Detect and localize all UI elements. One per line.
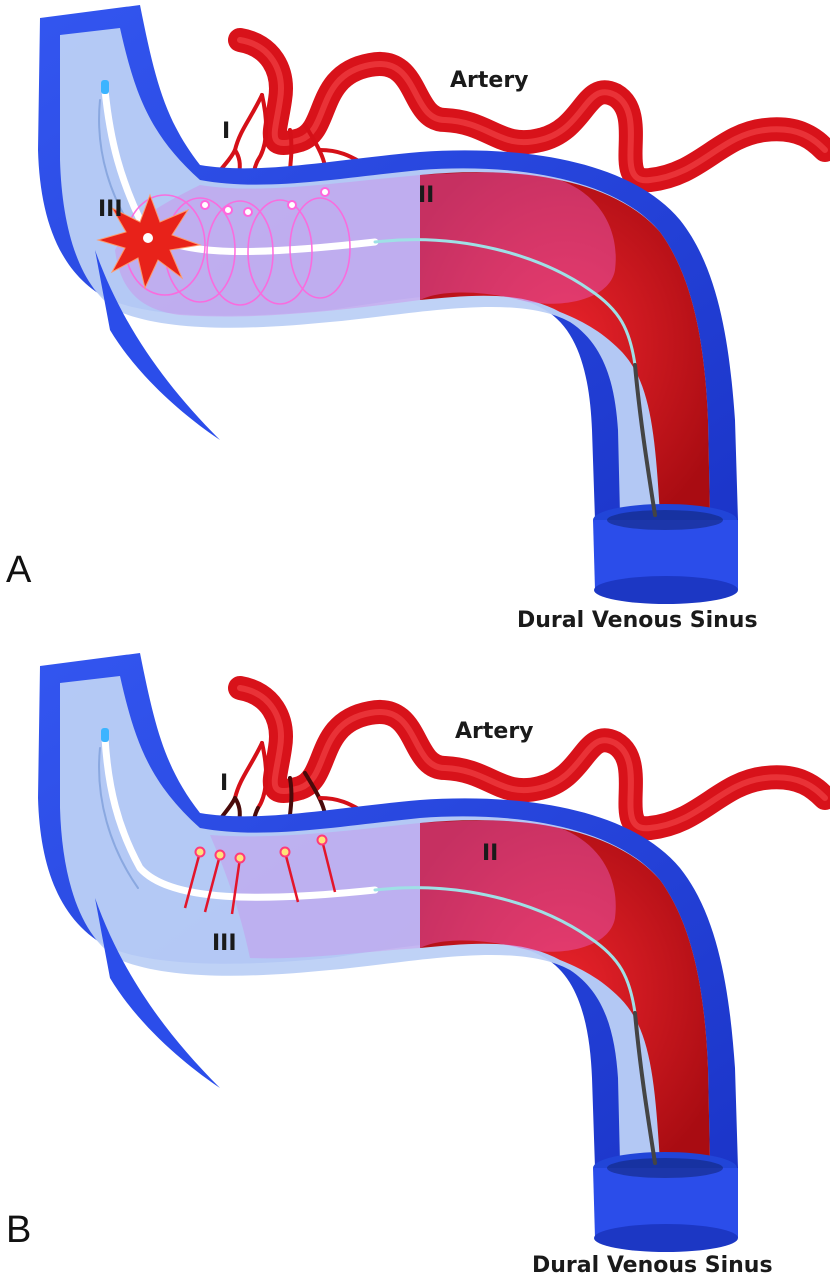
roman-label-2: II <box>482 841 498 866</box>
artery-label: Artery <box>450 68 529 93</box>
contact-points <box>194 834 328 864</box>
artery-vessel <box>228 676 830 841</box>
panel-b: Artery I II III Dural Venous Sinus B <box>0 640 830 1280</box>
sinus-label: Dural Venous Sinus <box>517 608 758 633</box>
roman-label-3: III <box>212 931 237 956</box>
blood-pool <box>420 820 710 1163</box>
sinus-label: Dural Venous Sinus <box>532 1253 773 1278</box>
artery-label: Artery <box>455 719 534 744</box>
catheter <box>98 734 657 1165</box>
vessel-tail <box>95 898 220 1088</box>
catheter-tip <box>101 728 109 742</box>
laser-fibers <box>183 839 337 915</box>
catheter-tip <box>101 80 109 94</box>
roman-label-2: II <box>418 183 434 208</box>
roman-label-1: I <box>220 771 228 796</box>
vessel-lumen <box>60 676 710 1163</box>
contact-points <box>200 187 330 217</box>
artery-vessel <box>228 28 830 193</box>
panel-letter: A <box>6 549 32 591</box>
panel-letter: B <box>6 1209 31 1251</box>
roman-label-1: I <box>222 119 230 144</box>
vessel-lumen <box>60 28 710 515</box>
panel-b-illustration: Artery I II III Dural Venous Sinus B <box>6 653 830 1278</box>
panel-a-illustration: Artery I II III Dural Venous Sinus A <box>6 5 830 633</box>
blood-pool <box>420 172 710 515</box>
vessel-tail <box>95 250 220 440</box>
roman-label-3: III <box>98 197 123 222</box>
panel-a: Artery I II III Dural Venous Sinus A <box>6 5 830 633</box>
